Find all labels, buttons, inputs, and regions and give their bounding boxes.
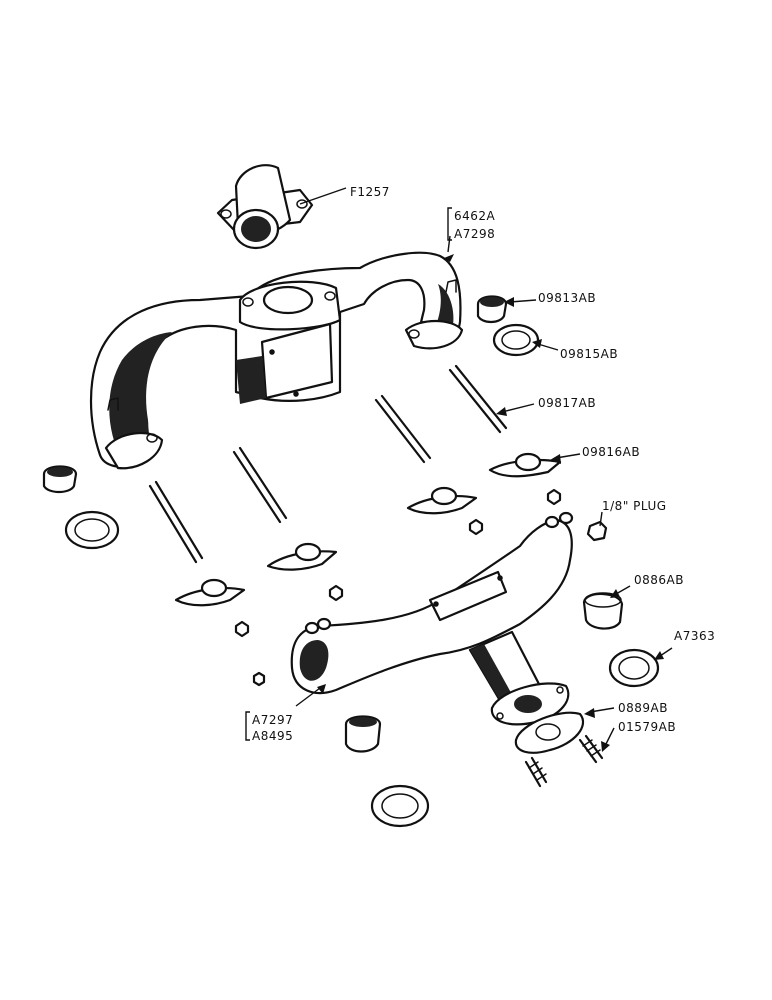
clamps-09816ab xyxy=(174,452,562,607)
cup-left xyxy=(42,465,78,494)
cup-0886ab xyxy=(582,592,624,630)
label-09817ab: 09817AB xyxy=(538,396,596,410)
lower-manifold xyxy=(290,511,574,726)
label-0889ab: 0889AB xyxy=(618,701,668,715)
cup-09813ab xyxy=(476,295,508,324)
ring-a7363 xyxy=(608,648,660,688)
label-a8495: A8495 xyxy=(252,729,293,743)
leaders xyxy=(295,187,673,752)
label-09813ab: 09813AB xyxy=(538,291,596,305)
label-6462a: 6462A xyxy=(454,209,496,223)
ring-bottom xyxy=(370,784,430,828)
label-a7298: A7298 xyxy=(454,227,495,241)
label-a7363: A7363 xyxy=(674,629,715,643)
label-brackets xyxy=(245,207,452,741)
studs-01579ab xyxy=(524,734,604,788)
label-09815ab: 09815AB xyxy=(560,347,618,361)
elbow-f1257 xyxy=(216,164,314,250)
plug xyxy=(586,520,608,542)
ring-left xyxy=(64,510,120,550)
label-a7297: A7297 xyxy=(252,713,293,727)
label-f1257: F1257 xyxy=(350,185,390,199)
label-0886ab: 0886AB xyxy=(634,573,684,587)
label-09816ab: 09816AB xyxy=(582,445,640,459)
upper-manifold xyxy=(89,251,464,470)
label-01579ab: 01579AB xyxy=(618,720,676,734)
label-plug: 1/8" PLUG xyxy=(602,499,667,513)
studs-09817ab xyxy=(148,364,508,564)
ring-09815ab xyxy=(492,323,540,357)
nuts xyxy=(234,488,562,687)
cup-bottom xyxy=(344,715,382,753)
gasket-0889ab xyxy=(514,711,585,754)
